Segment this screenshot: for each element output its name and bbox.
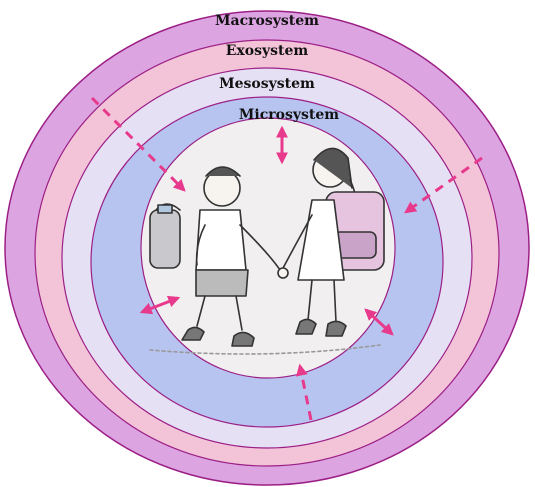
microsystem-label: Microsystem [239, 107, 339, 123]
mesosystem-label: Mesosystem [219, 76, 315, 92]
exosystem-label: Exosystem [226, 43, 309, 59]
macrosystem-label: Macrosystem [215, 13, 319, 29]
